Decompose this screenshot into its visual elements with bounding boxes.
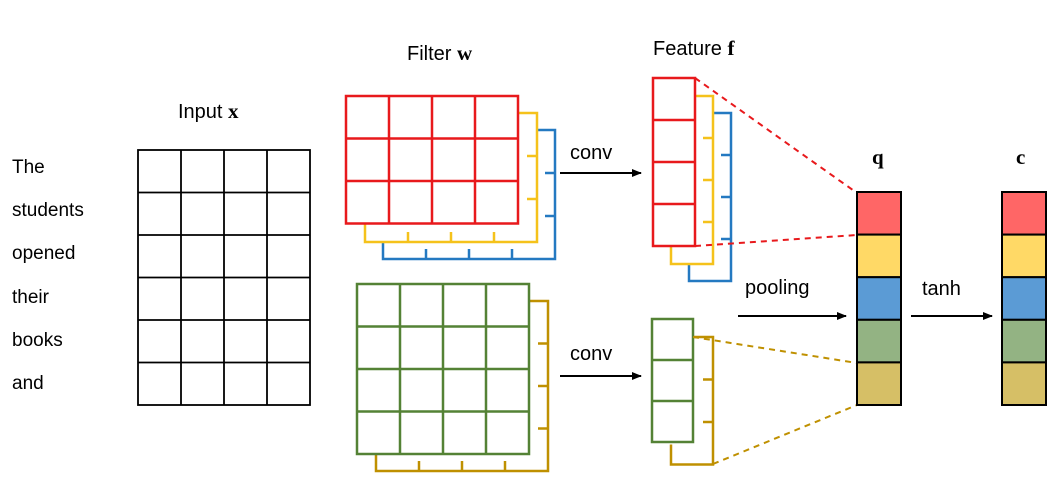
dashed-connector-red-bottom bbox=[694, 234, 858, 247]
filter-stack-bottom bbox=[355, 282, 550, 473]
q-cell-1 bbox=[856, 191, 902, 236]
pooling-label: pooling bbox=[745, 277, 810, 299]
filter-layer-yellow-edge bbox=[363, 111, 539, 244]
q-vector bbox=[856, 191, 902, 406]
filter-layer-blue-edge bbox=[381, 128, 557, 261]
word-5: books bbox=[12, 330, 63, 351]
c-cell-1 bbox=[1001, 191, 1047, 236]
c-label: c bbox=[1016, 145, 1025, 169]
dashed-connector-red-top bbox=[694, 77, 858, 194]
c-cell-3 bbox=[1001, 276, 1047, 321]
word-4: their bbox=[12, 287, 50, 308]
filter-layer-red bbox=[344, 94, 520, 225]
dashed-connector-olive-top bbox=[692, 336, 858, 364]
feature-layer-blue-edge bbox=[687, 111, 733, 283]
feature-layer-green bbox=[650, 317, 695, 444]
word-1: The bbox=[12, 157, 45, 178]
filter-label: Filter w bbox=[407, 41, 473, 65]
filter-layer-green bbox=[355, 282, 531, 456]
word-2: students bbox=[12, 200, 84, 221]
q-label: q bbox=[872, 145, 884, 169]
word-6: and bbox=[12, 373, 44, 394]
tanh-label: tanh bbox=[922, 278, 961, 300]
feature-layer-olive-edge bbox=[669, 335, 715, 466]
filter-stack-top bbox=[344, 94, 557, 261]
feature-layer-red bbox=[651, 76, 697, 248]
feature-label: Feature f bbox=[653, 36, 735, 60]
input-grid bbox=[137, 149, 311, 406]
feature-layer-green-frame bbox=[650, 317, 695, 444]
q-cell-4 bbox=[856, 318, 902, 364]
feature-stack-top bbox=[651, 76, 733, 283]
conv-label-top: conv bbox=[570, 142, 612, 164]
conv-label-bottom: conv bbox=[570, 343, 612, 365]
q-cell-3 bbox=[856, 276, 902, 321]
feature-layer-yellow-edge bbox=[669, 94, 715, 266]
sentence-words: The students opened their books and bbox=[12, 157, 84, 394]
q-cell-5 bbox=[856, 361, 902, 406]
feature-stack-bottom bbox=[650, 317, 715, 466]
input-label: Input x bbox=[178, 99, 239, 123]
dashed-connector-olive-bottom bbox=[712, 404, 858, 465]
word-3: opened bbox=[12, 243, 75, 264]
c-cell-2 bbox=[1001, 233, 1047, 279]
filter-layer-olive-edge bbox=[374, 299, 550, 473]
c-cell-4 bbox=[1001, 318, 1047, 364]
q-cell-2 bbox=[856, 233, 902, 279]
c-vector bbox=[1001, 191, 1047, 406]
input-matrix bbox=[137, 149, 311, 406]
c-cell-5 bbox=[1001, 361, 1047, 406]
